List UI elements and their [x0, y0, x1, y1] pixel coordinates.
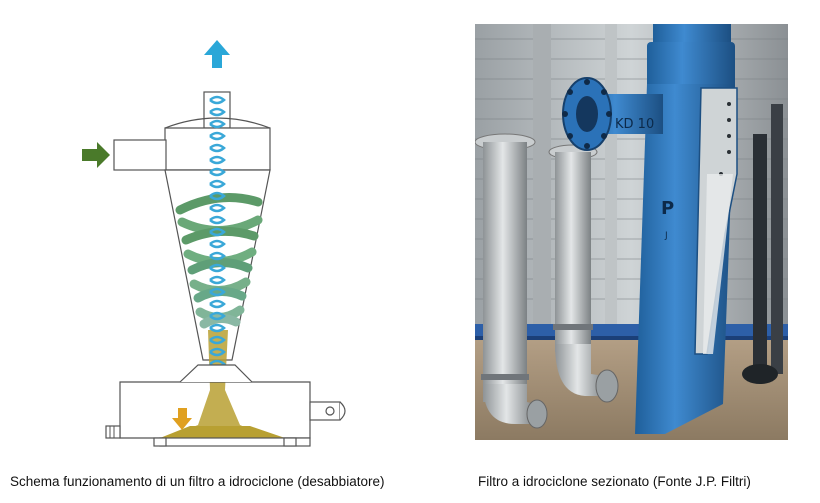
clean-water-spiral [209, 95, 226, 381]
sediment-arrow-icon [172, 408, 192, 430]
hydrocyclone-photo: P J KD 10 [475, 24, 788, 440]
svg-text:J: J [664, 231, 668, 241]
caption-left: Schema funzionamento di un filtro a idro… [10, 474, 385, 489]
sediment-stream [165, 330, 270, 438]
flange-marking: KD 10 [615, 117, 654, 132]
svg-text:P: P [661, 198, 674, 219]
inlet-flange: KD 10 [562, 77, 663, 151]
outlet-arrow-icon [204, 40, 230, 68]
sediment-layer [160, 426, 285, 438]
inlet-arrow-icon [82, 142, 110, 168]
caption-right: Filtro a idrociclone sezionato (Fonte J.… [478, 474, 751, 489]
steel-filter-middle [548, 144, 619, 403]
inlet-pipe [113, 139, 167, 171]
steel-filter-left [475, 133, 548, 429]
tank-outlet [309, 401, 341, 421]
hydrocyclone-diagram [82, 40, 346, 447]
blue-hydrocyclone: P J [635, 24, 738, 434]
drain-valve [105, 425, 121, 439]
